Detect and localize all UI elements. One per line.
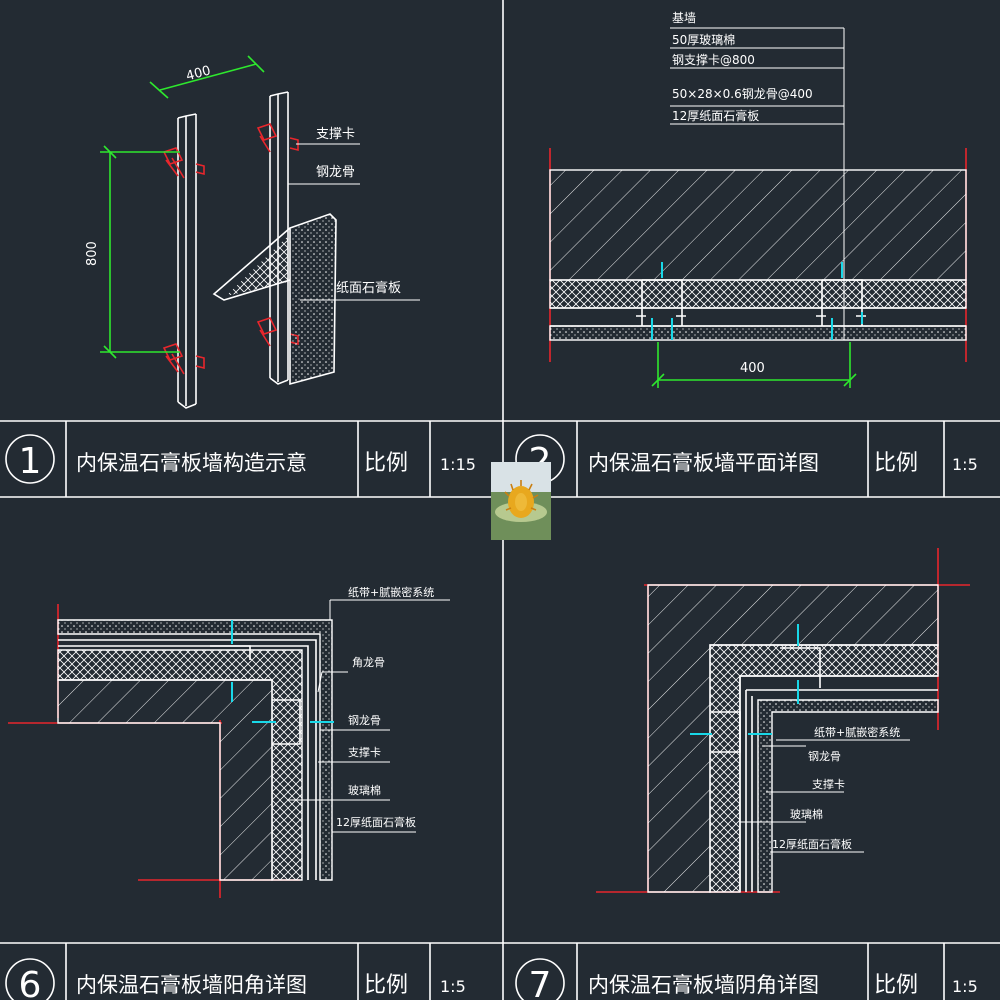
panel-6-title: 内保温石膏板墙阳角详图 — [76, 973, 307, 997]
panel-7-number: 7 — [529, 965, 552, 1000]
panel-2-scale: 1:5 — [952, 455, 978, 474]
title-bar-7: 7 内保温石膏板墙阴角详图 比例 1:5 — [515, 943, 978, 1000]
figure-2-plan: 基墙 50厚玻璃棉 钢支撑卡@800 50×28×0.6钢龙骨@400 12厚纸… — [549, 11, 967, 388]
fig6-label-corner: 角龙骨 — [352, 656, 385, 669]
thumbnail-image — [491, 462, 551, 540]
fig2-dim-label: 400 — [740, 361, 765, 376]
figure-6-outside-corner: 纸带+腻嵌密系统 角龙骨 钢龙骨 支撑卡 玻璃棉 12厚纸面石膏板 — [8, 585, 450, 898]
dimension-400 — [149, 55, 265, 99]
panel-2-title: 内保温石膏板墙平面详图 — [588, 451, 819, 475]
panel-1-number: 1 — [19, 441, 42, 482]
fig2-label-0: 基墙 — [672, 11, 696, 25]
panel-1-scale-label: 比例 — [364, 451, 408, 476]
left-steel-keel — [177, 113, 197, 409]
fig6-label-keel: 钢龙骨 — [348, 714, 381, 727]
fig2-label-4: 12厚纸面石膏板 — [672, 108, 759, 123]
label-clip-1: 支撑卡 — [316, 127, 355, 142]
fig6-label-clip: 支撑卡 — [348, 745, 381, 759]
panel-6-scale-label: 比例 — [364, 973, 408, 998]
title-bar-2: 2 内保温石膏板墙平面详图 比例 1:5 — [515, 421, 978, 497]
fig6-label-joint: 纸带+腻嵌密系统 — [348, 585, 434, 599]
title-bar-1: 1 内保温石膏板墙构造示意 比例 1:15 — [5, 421, 476, 497]
panel-6-number: 6 — [19, 965, 42, 1000]
panel-1-title: 内保温石膏板墙构造示意 — [76, 451, 307, 475]
fig2-label-2: 钢支撑卡@800 — [672, 52, 755, 67]
panel-2-scale-label: 比例 — [874, 451, 918, 476]
fig2-label-1: 50厚玻璃棉 — [672, 33, 735, 47]
dimension-400-plan — [651, 342, 857, 388]
fig6-label-board: 12厚纸面石膏板 — [336, 815, 416, 829]
label-board-1: 纸面石膏板 — [336, 280, 401, 296]
fig7-label-wool: 玻璃棉 — [790, 807, 823, 821]
fig7-label-keel: 钢龙骨 — [808, 750, 841, 763]
figure-1-isometric: 400 800 支撑卡 钢龙骨 纸面石膏板 — [85, 55, 420, 409]
panel-7-title: 内保温石膏板墙阴角详图 — [588, 973, 819, 997]
label-keel-1: 钢龙骨 — [316, 165, 355, 180]
fig7-label-joint: 纸带+腻嵌密系统 — [814, 725, 900, 739]
fig7-label-board: 12厚纸面石膏板 — [772, 837, 852, 851]
panel-7-scale: 1:5 — [952, 977, 978, 996]
panel-1-scale: 1:15 — [440, 455, 476, 474]
dim-height-label: 800 — [85, 241, 100, 266]
figure-7-inside-corner: 纸带+腻嵌密系统 钢龙骨 支撑卡 玻璃棉 12厚纸面石膏板 — [596, 548, 970, 893]
dimension-800 — [100, 145, 180, 359]
fig6-label-wool: 玻璃棉 — [348, 783, 381, 797]
title-bar-6: 6 内保温石膏板墙阳角详图 比例 1:5 — [5, 943, 466, 1000]
fig7-label-clip: 支撑卡 — [812, 777, 845, 791]
fig2-label-3: 50×28×0.6钢龙骨@400 — [672, 87, 813, 101]
panel-6-scale: 1:5 — [440, 977, 466, 996]
dim-width-label: 400 — [185, 63, 213, 84]
panel-7-scale-label: 比例 — [874, 973, 918, 998]
gypsum-board-sketch — [212, 213, 337, 386]
